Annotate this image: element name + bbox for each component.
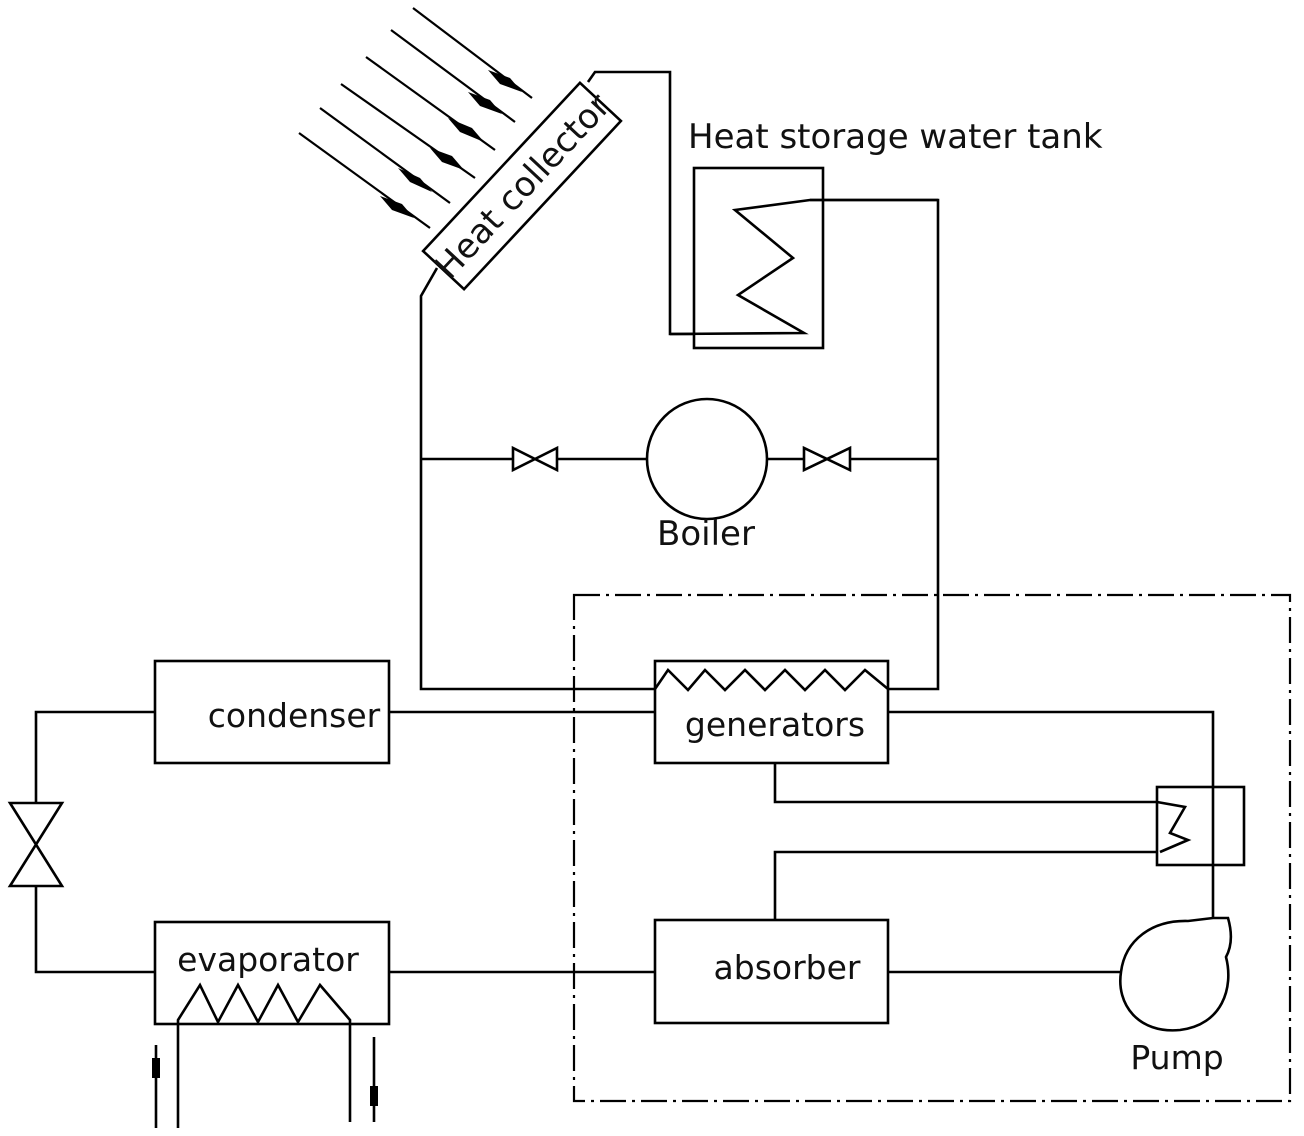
collector-return-pipe: [419, 267, 655, 691]
valve-left: [511, 445, 559, 473]
sun-ray: [340, 83, 476, 179]
boiler-label: Boiler: [657, 514, 755, 554]
condenser-label: condenser: [208, 696, 381, 735]
heat-exchanger-coil: [1156, 800, 1192, 854]
flow-indicator-left: [152, 1045, 160, 1128]
heat-storage-tank-label: Heat storage water tank: [688, 117, 1103, 157]
exchanger-to-absorber-pipe: [773, 850, 1157, 920]
evaporator-label: evaporator: [177, 940, 359, 979]
evaporator-coil: [176, 982, 352, 1025]
valve-right: [802, 445, 852, 473]
heat-collector: Heat collector: [421, 80, 623, 292]
heat-storage-water-tank: [692, 166, 825, 350]
pump: [1119, 916, 1233, 1032]
sun-rays: [298, 7, 533, 229]
condenser-to-valve-pipe: [34, 710, 155, 803]
generators-label: generators: [685, 705, 865, 744]
sun-ray: [298, 132, 431, 229]
absorber-label: absorber: [714, 948, 861, 987]
pump-to-generator-pipe: [888, 710, 1215, 918]
sun-ray: [390, 29, 516, 123]
valve-to-evaporator-pipe: [34, 886, 155, 974]
pump-label: Pump: [1130, 1038, 1223, 1077]
absorption-unit-boundary: [572, 593, 1292, 1103]
tank-outlet-pipe: [810, 198, 940, 691]
sun-ray: [319, 107, 451, 204]
flow-indicator-right: [370, 1037, 378, 1122]
boiler: [645, 397, 769, 521]
generator-to-exchanger-pipe: [773, 763, 1157, 804]
generator-coil: [653, 667, 889, 692]
sun-ray: [412, 7, 533, 99]
expansion-valve: [7, 801, 65, 888]
evaporator: [153, 920, 391, 1026]
generators: [653, 659, 890, 765]
tank-coil: [669, 198, 938, 336]
solution-heat-exchanger: [1155, 785, 1246, 867]
sun-ray: [365, 56, 496, 151]
heat-collector-label: Heat collector: [427, 86, 618, 287]
